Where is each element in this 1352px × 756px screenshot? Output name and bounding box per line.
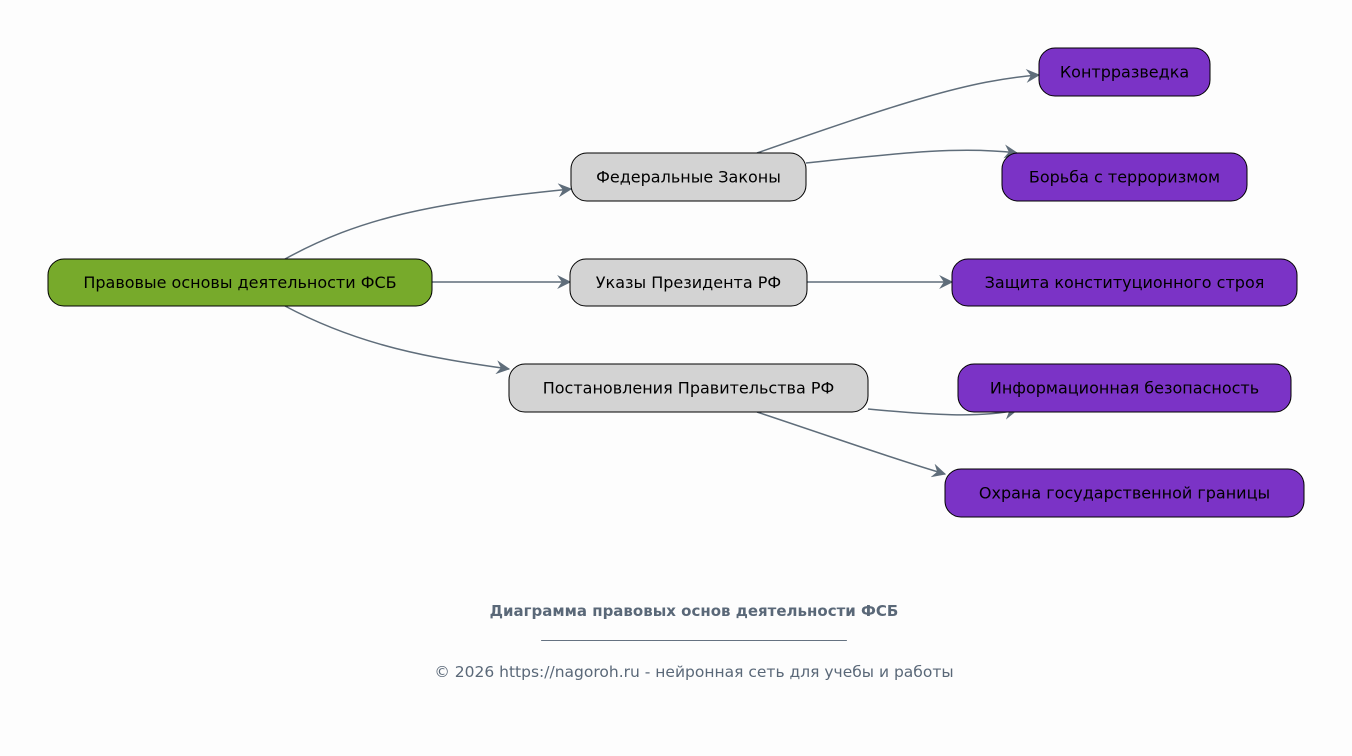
node-label: Указы Президента РФ bbox=[596, 273, 781, 292]
node-counterintelligence[interactable]: Контрразведка bbox=[1038, 47, 1211, 97]
node-border[interactable]: Охрана государственной границы bbox=[944, 468, 1305, 518]
node-federal-laws[interactable]: Федеральные Законы bbox=[570, 152, 807, 202]
caption-divider: ________________________________________… bbox=[540, 627, 847, 642]
node-label: Федеральные Законы bbox=[596, 168, 781, 187]
edge-resolutions-border bbox=[756, 411, 947, 478]
node-label: Информационная безопасность bbox=[990, 379, 1259, 398]
footer-credit: © 2026 https://nagoroh.ru - нейронная се… bbox=[434, 663, 953, 681]
edge-federal-counterintelligence bbox=[756, 68, 1041, 154]
node-resolutions[interactable]: Постановления Правительства РФ bbox=[508, 363, 869, 413]
diagram-title: Диаграмма правовых основ деятельности ФС… bbox=[490, 602, 899, 620]
node-antiterror[interactable]: Борьба с терроризмом bbox=[1001, 152, 1248, 202]
node-decrees[interactable]: Указы Президента РФ bbox=[569, 258, 808, 307]
edge-root-federal-laws bbox=[284, 183, 573, 260]
edge-root-resolutions bbox=[284, 305, 511, 375]
node-label: Постановления Правительства РФ bbox=[543, 379, 835, 398]
edge-federal-antiterror bbox=[805, 144, 1019, 164]
node-label: Контрразведка bbox=[1060, 63, 1189, 82]
node-label: Борьба с терроризмом bbox=[1029, 168, 1220, 187]
node-root[interactable]: Правовые основы деятельности ФСБ bbox=[47, 258, 433, 307]
node-constitution[interactable]: Защита конституционного строя bbox=[951, 258, 1298, 307]
node-label: Охрана государственной границы bbox=[979, 484, 1270, 503]
node-label: Защита конституционного строя bbox=[985, 273, 1265, 292]
node-label: Правовые основы деятельности ФСБ bbox=[83, 273, 396, 292]
node-infosec[interactable]: Информационная безопасность bbox=[957, 363, 1292, 413]
